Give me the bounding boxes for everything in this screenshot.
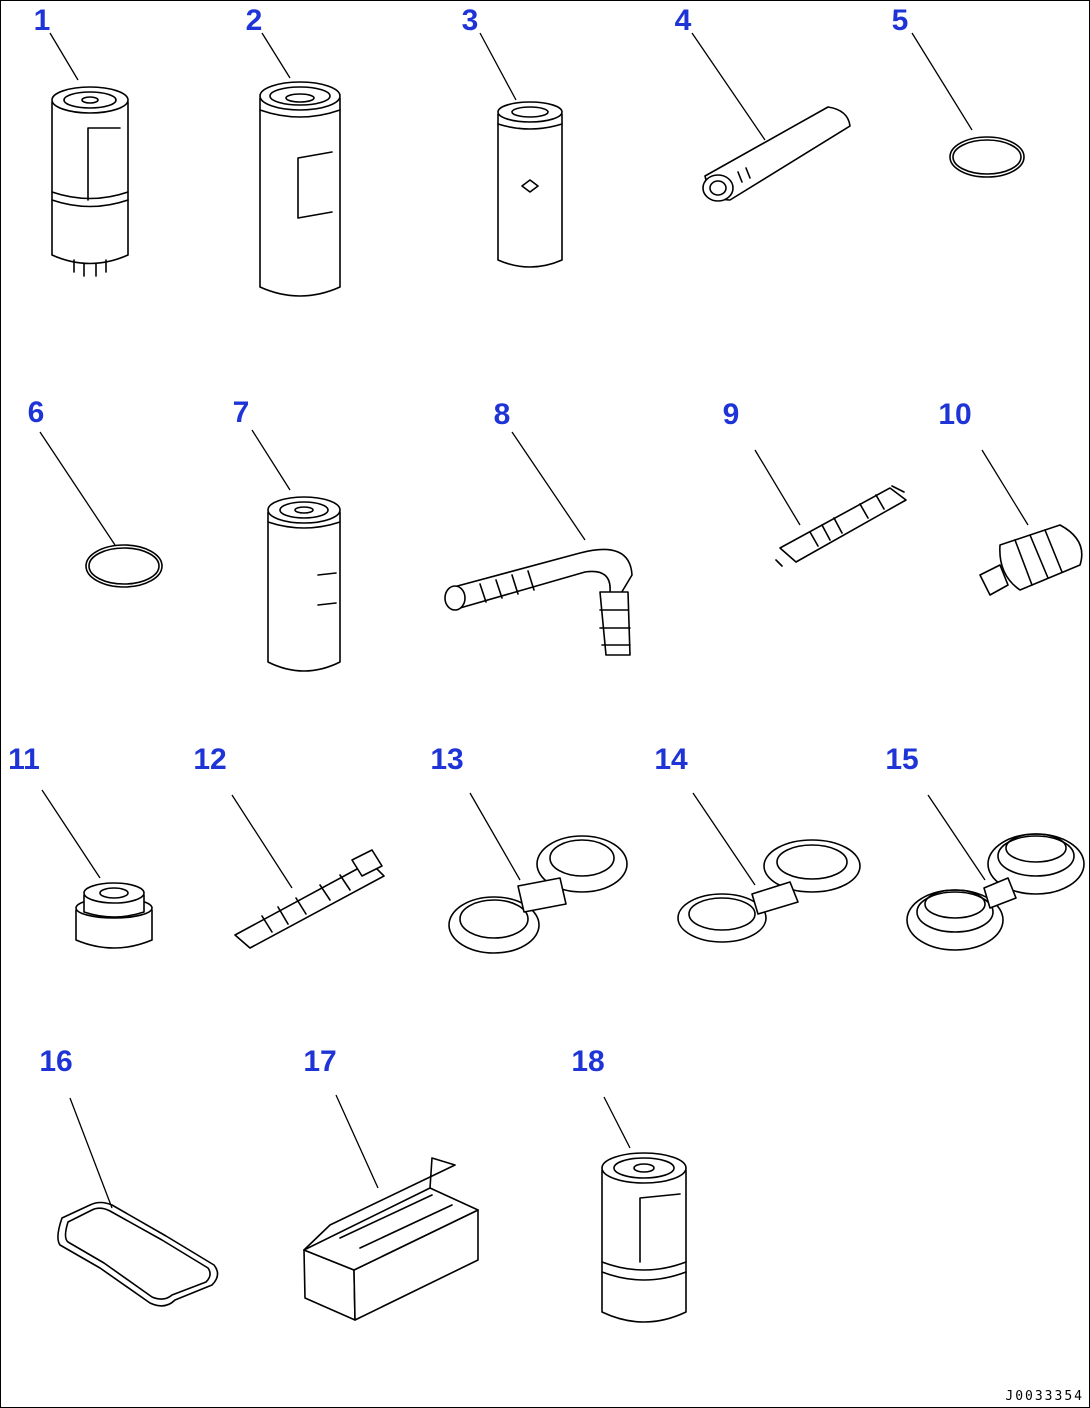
filter-wrench-icon — [448, 792, 628, 954]
o-ring-icon — [911, 32, 1025, 178]
gasket-icon — [57, 1097, 219, 1307]
part-label-18: 18 — [571, 1045, 605, 1078]
filter-wrench-icon — [677, 792, 861, 943]
part-label-8: 8 — [493, 398, 511, 431]
fuel-filter-cartridge-icon — [49, 32, 129, 277]
drawing-code: J0033354 — [1005, 1389, 1084, 1404]
part-label-17: 17 — [303, 1045, 337, 1078]
sensor-icon — [231, 794, 385, 949]
oil-filter-cartridge-icon — [259, 32, 341, 297]
part-label-7: 7 — [232, 396, 250, 429]
part-label-9: 9 — [722, 398, 740, 431]
sensor-icon — [754, 449, 907, 567]
o-ring-icon — [39, 431, 163, 588]
filter-element-icon — [479, 32, 563, 268]
hose-elbow-icon — [444, 431, 633, 656]
part-label-11: 11 — [8, 743, 40, 776]
part-label-13: 13 — [430, 743, 464, 776]
filter-cartridge-icon — [251, 429, 341, 672]
strainer-element-icon — [691, 32, 851, 202]
sensor-plug-icon — [979, 449, 1083, 596]
part-label-12: 12 — [193, 743, 227, 776]
box-icon — [303, 1094, 479, 1321]
filter-cartridge-icon — [601, 1096, 687, 1323]
part-label-5: 5 — [891, 4, 909, 37]
part-label-3: 3 — [461, 4, 479, 37]
filter-wrench-icon — [906, 794, 1085, 951]
part-label-6: 6 — [27, 396, 45, 429]
part-label-15: 15 — [885, 743, 919, 776]
part-label-2: 2 — [245, 4, 263, 37]
part-label-4: 4 — [674, 4, 692, 37]
part-label-10: 10 — [938, 398, 972, 431]
part-label-1: 1 — [33, 4, 51, 37]
part-label-14: 14 — [654, 743, 688, 776]
plug-icon — [41, 789, 153, 949]
part-label-16: 16 — [39, 1045, 73, 1078]
